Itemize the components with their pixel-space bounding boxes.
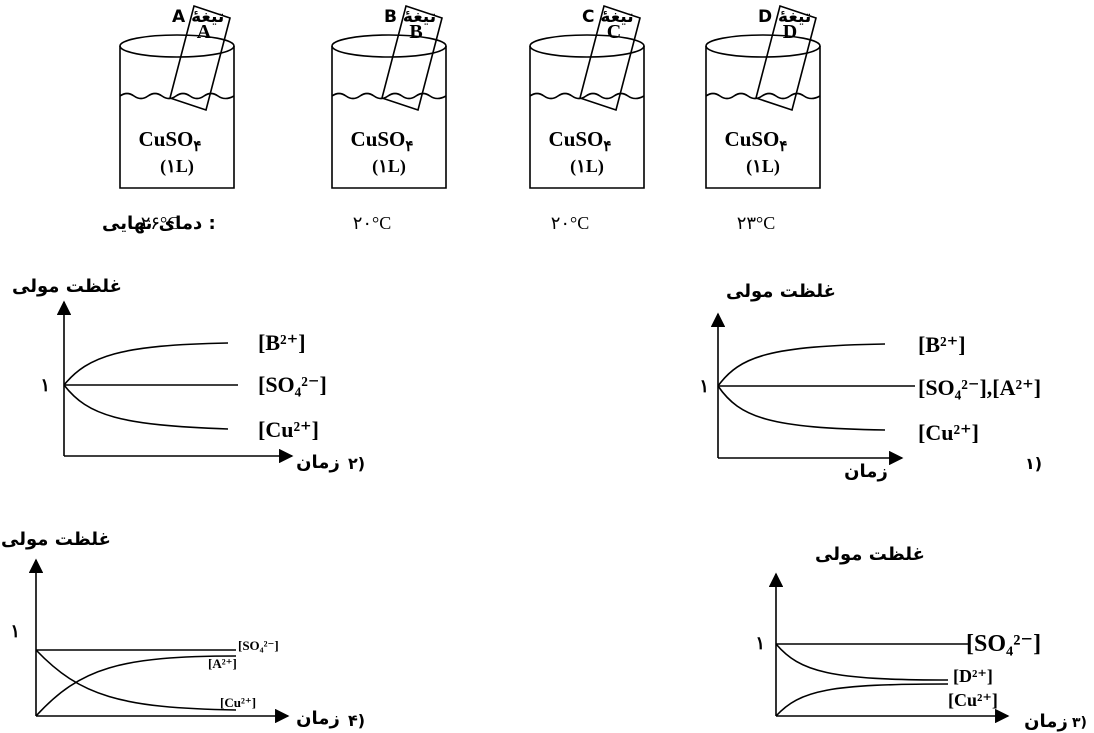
curve-bottom bbox=[717, 385, 886, 431]
final-temp-d: ۲۳°C bbox=[737, 213, 776, 233]
beaker-a: A تیغهٔ A CuSO۴ (۱L) bbox=[119, 4, 235, 189]
solution-formula: CuSO۴ bbox=[351, 127, 414, 155]
blade-letter: A bbox=[197, 21, 212, 43]
solution-volume: (۱L) bbox=[570, 156, 604, 177]
y-tick-1: ۱ bbox=[755, 633, 765, 653]
label-middle: [SO₄²⁻],[A²⁺] bbox=[918, 375, 1041, 400]
y-tick-1: ۱ bbox=[10, 621, 20, 641]
curve-bottom bbox=[63, 384, 229, 430]
option-number: ۳) bbox=[1072, 715, 1087, 731]
label-bottom: [Cu²⁺] bbox=[220, 695, 256, 710]
label-top: [B²⁺] bbox=[258, 330, 306, 355]
solution-volume: (۱L) bbox=[372, 156, 406, 177]
x-axis-label: زمان bbox=[1024, 711, 1068, 732]
graph-2: غلظت مولی زمان ۱ [B²⁺] [SO₄²⁻] [Cu²⁺] ۲) bbox=[12, 276, 365, 473]
final-temp-caption: : دمای نهایی bbox=[102, 213, 216, 234]
final-temp-c: ۲۰°C bbox=[551, 213, 590, 233]
graph-3: غلظت مولی زمان ۱ [SO₄²⁻] [D²⁺] [Cu²⁺] ۳) bbox=[755, 544, 1087, 732]
y-tick-1: ۱ bbox=[699, 376, 709, 396]
y-axis-label: غلظت مولی bbox=[1, 529, 111, 550]
curve-middle bbox=[775, 643, 949, 681]
curve-bottom bbox=[775, 683, 949, 717]
label-top: [SO₄²⁻] bbox=[966, 631, 1041, 657]
beaker-c: C تیغهٔ C CuSO۴ (۱L) bbox=[529, 4, 645, 189]
curve-bottom bbox=[35, 649, 237, 711]
label-bottom: [Cu²⁺] bbox=[948, 690, 998, 710]
label-middle: [SO₄²⁻] bbox=[258, 372, 327, 397]
blade-letter: D bbox=[783, 21, 797, 43]
y-axis-label: غلظت مولی bbox=[815, 544, 925, 565]
label-top: [B²⁺] bbox=[918, 332, 966, 357]
blade-label: تیغهٔ A bbox=[172, 7, 224, 27]
label-bottom: [Cu²⁺] bbox=[258, 417, 319, 442]
blade-label: تیغهٔ B bbox=[384, 7, 436, 27]
final-temp-b: ۲۰°C bbox=[353, 213, 392, 233]
label-bottom: [Cu²⁺] bbox=[918, 420, 979, 445]
curve-middle bbox=[35, 655, 237, 717]
label-middle: [D²⁺] bbox=[953, 666, 993, 686]
blade-label: تیغهٔ C bbox=[582, 7, 634, 27]
y-axis-label: غلظت مولی bbox=[726, 281, 836, 302]
beaker-d: D تیغهٔ D CuSO۴ (۱L) bbox=[705, 4, 821, 189]
blade-letter: B bbox=[409, 21, 422, 43]
x-axis-label: زمان bbox=[296, 708, 340, 729]
label-middle: [A²⁺] bbox=[208, 656, 237, 671]
graph-1: غلظت مولی زمان ۱ [B²⁺] [SO₄²⁻],[A²⁺] [Cu… bbox=[699, 281, 1042, 482]
blade-letter: C bbox=[607, 21, 621, 43]
solution-formula: CuSO۴ bbox=[725, 127, 788, 155]
label-top: [SO₄²⁻] bbox=[238, 638, 279, 653]
option-number: ۲) bbox=[348, 454, 365, 473]
blade-label: تیغهٔ D bbox=[758, 7, 811, 27]
y-axis-label: غلظت مولی bbox=[12, 276, 122, 297]
x-axis-label: زمان bbox=[296, 452, 340, 473]
solution-formula: CuSO۴ bbox=[549, 127, 612, 155]
curve-top bbox=[63, 342, 229, 386]
x-axis-label: زمان bbox=[844, 461, 888, 482]
solution-volume: (۱L) bbox=[746, 156, 780, 177]
solution-volume: (۱L) bbox=[160, 156, 194, 177]
option-number: ۴) bbox=[348, 711, 365, 730]
graph-4: غلظت مولی زمان ۱ [SO₄²⁻] [A²⁺] [Cu²⁺] ۴) bbox=[1, 529, 365, 730]
final-temp-a: ۲۶°C bbox=[141, 213, 180, 233]
curve-top bbox=[717, 343, 886, 387]
solution-formula: CuSO۴ bbox=[139, 127, 202, 155]
beaker-b: B تیغهٔ B CuSO۴ (۱L) bbox=[331, 4, 447, 189]
option-number: ۱) bbox=[1025, 454, 1042, 473]
y-tick-1: ۱ bbox=[40, 375, 50, 395]
